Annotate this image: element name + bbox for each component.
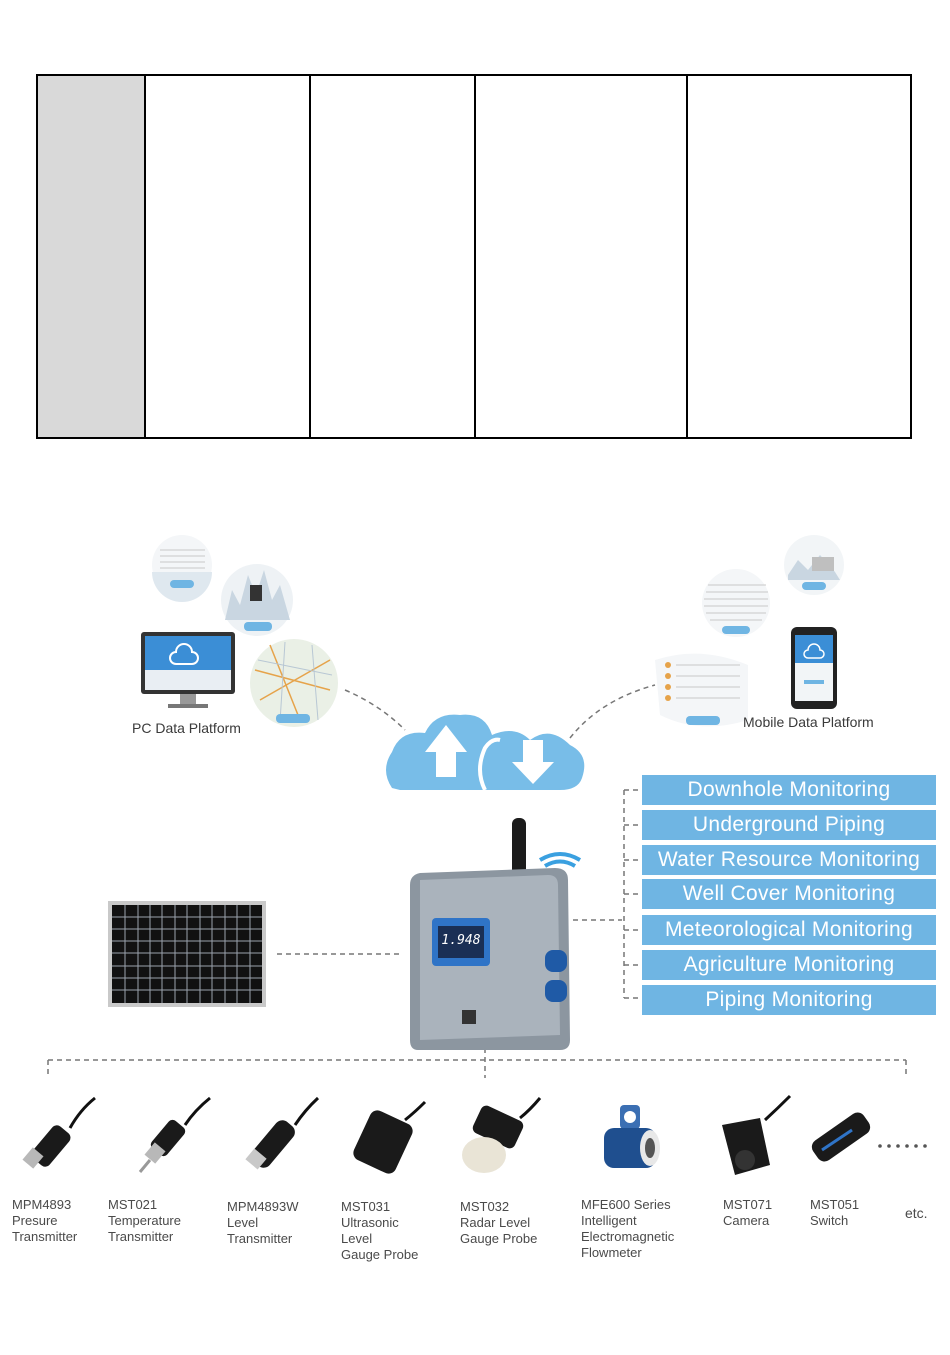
sensor-label: MST032 Radar Level Gauge Probe	[460, 1199, 538, 1246]
table-cell	[476, 76, 688, 437]
smartphone-icon	[791, 627, 837, 709]
camera-icon	[722, 1094, 792, 1175]
table-cell	[146, 76, 311, 437]
app-well-cover-monitoring: Well Cover Monitoring	[642, 879, 936, 909]
mobile-realtime-bubble	[655, 653, 748, 727]
sensor-label: MFE600 Series Intelligent Electromagneti…	[581, 1197, 675, 1260]
solar-panel-icon	[108, 901, 266, 1007]
cloud-icon	[386, 714, 585, 791]
ultrasonic-level-probe-icon	[353, 1100, 427, 1174]
switch-sensor-icon	[811, 1112, 871, 1162]
radar-level-probe-icon	[462, 1097, 542, 1173]
app-downhole-monitoring: Downhole Monitoring	[642, 775, 936, 805]
sensor-label: MST051 Switch	[810, 1197, 860, 1228]
device-display-value: 1.948	[441, 933, 481, 948]
app-piping-monitoring: Piping Monitoring	[642, 985, 936, 1015]
pressure-transmitter-icon	[22, 1096, 96, 1169]
level-transmitter-icon	[245, 1096, 320, 1170]
table-cell	[311, 76, 476, 437]
app-water-resource-monitoring: Water Resource Monitoring	[642, 845, 936, 875]
pc-map-bubble	[250, 639, 338, 727]
mobile-table-bubble	[702, 569, 770, 637]
app-underground-piping: Underground Piping	[642, 810, 936, 840]
etc-dots	[878, 1144, 927, 1148]
app-agriculture-monitoring: Agriculture Monitoring	[642, 950, 936, 980]
mobile-cloud-connector	[569, 684, 656, 739]
pc-monitor-icon	[141, 632, 235, 708]
dashed-connectors	[47, 684, 907, 1078]
electromagnetic-flowmeter-icon	[604, 1105, 660, 1168]
pc-report-bubble	[152, 535, 212, 602]
sensor-label: MPM4893W Level Transmitter	[227, 1199, 299, 1246]
table-header-cell	[38, 76, 146, 437]
sensor-label: MST071 Camera	[723, 1197, 773, 1228]
app-meteorological-monitoring: Meteorological Monitoring	[642, 915, 936, 945]
sensor-label: MST021 Temperature Transmitter	[108, 1197, 181, 1244]
sensor-label: MPM4893 Presure Transmitter	[12, 1197, 78, 1244]
gateway-device	[410, 818, 582, 1050]
pc-analysis-bubble	[221, 564, 293, 636]
pc-cloud-connector	[344, 689, 406, 731]
empty-table	[36, 74, 912, 439]
sensor-label: MST031 Ultrasonic Level Gauge Probe	[341, 1199, 419, 1262]
mobile-platform-label: Mobile Data Platform	[743, 714, 874, 730]
pc-platform-label: PC Data Platform	[132, 720, 241, 736]
temperature-transmitter-icon	[138, 1096, 211, 1173]
sensor-icons	[22, 1094, 927, 1175]
mobile-chart-bubble	[784, 535, 844, 595]
etc-label: etc.	[905, 1205, 928, 1221]
